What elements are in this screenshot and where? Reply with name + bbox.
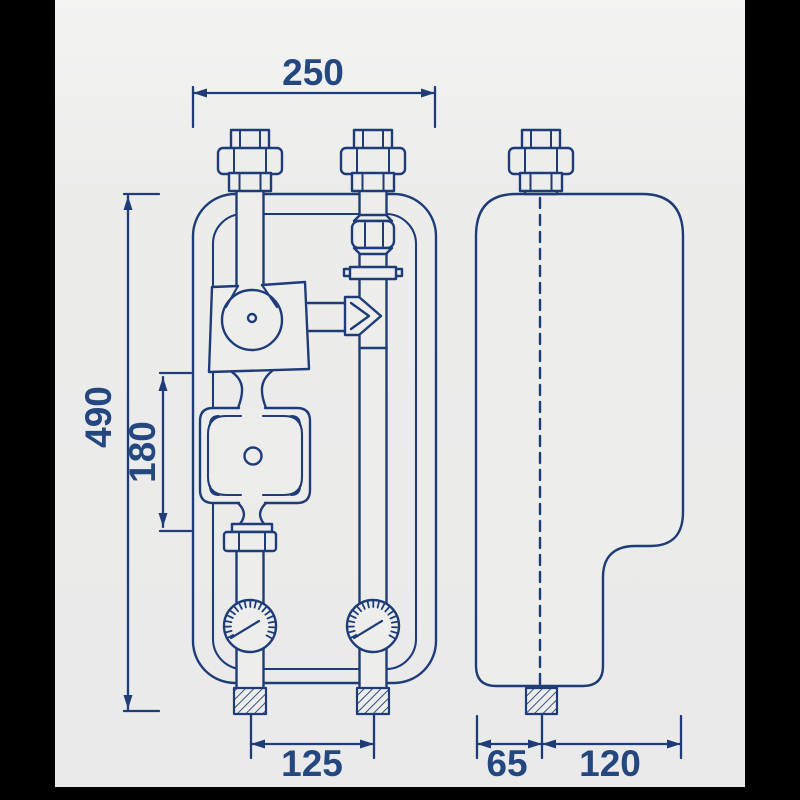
mixing-valve <box>207 280 383 374</box>
dim-label-overall-height: 490 <box>78 386 119 448</box>
side-view <box>474 128 685 716</box>
union-nut-return-top <box>339 128 407 193</box>
dim-pipe-spacing: 125 <box>249 712 376 784</box>
pipe-thread-return <box>355 686 391 716</box>
return-pipe-flange <box>342 265 404 281</box>
dim-top-width: 250 <box>191 52 437 129</box>
arrow-left-icon <box>251 739 265 749</box>
circulation-pump <box>198 406 312 505</box>
arrow-left-icon <box>542 739 556 749</box>
side-casing-outline <box>474 192 685 688</box>
arrow-left-icon <box>477 739 491 749</box>
frame-right <box>745 0 800 800</box>
arrow-right-icon <box>528 739 542 749</box>
thermometer-right <box>345 598 401 654</box>
thermometer-left-ticks <box>224 600 276 639</box>
dim-pump-length: 180 <box>122 371 193 533</box>
arrow-right-icon <box>360 739 374 749</box>
dim-label-side-depth: 120 <box>579 743 641 784</box>
check-valve <box>350 213 396 256</box>
valve-actuator-dial <box>220 288 284 352</box>
dim-side-depth: 120 <box>540 714 683 784</box>
dim-side-offset: 65 <box>475 712 544 784</box>
thermometer-right-needle <box>352 619 384 640</box>
dim-label-side-offset: 65 <box>486 743 527 784</box>
dimension-annotations: 250 490 180 125 <box>78 52 683 784</box>
arrow-up-icon <box>123 196 133 210</box>
arrow-left-icon <box>193 88 207 98</box>
thermometer-right-ticks <box>347 600 399 639</box>
valve-dial-dot <box>246 312 258 324</box>
frame-left <box>0 0 55 800</box>
arrow-down-icon <box>158 513 168 527</box>
dim-label-pipe-spacing: 125 <box>281 743 343 784</box>
pump-corner-bl <box>209 485 220 496</box>
pipe-thread-side <box>524 686 559 716</box>
thermometer-left <box>222 598 278 654</box>
arrow-down-icon <box>123 695 133 709</box>
pump-corner-tr <box>290 415 301 426</box>
pump-corner-br <box>290 485 301 496</box>
front-view <box>191 128 438 716</box>
arrow-right-icon <box>667 739 681 749</box>
thermometer-left-needle <box>229 619 261 640</box>
casing-outer-outline <box>191 192 438 685</box>
dim-overall-height: 490 <box>78 192 161 713</box>
union-nut-supply-top <box>216 128 284 193</box>
dim-label-top-width: 250 <box>282 52 344 93</box>
union-nut-side-top <box>507 128 575 193</box>
arrow-right-icon <box>421 88 435 98</box>
pump-corner-tl <box>209 415 220 426</box>
valve-pump-connector <box>230 369 274 410</box>
pump-union-nut <box>222 501 278 553</box>
pump-hub <box>243 446 263 466</box>
frame-bottom <box>0 787 800 800</box>
flow-arrow-icon <box>306 295 383 337</box>
arrow-up-icon <box>158 377 168 391</box>
pipe-thread-supply <box>232 686 268 716</box>
dim-label-pump-length: 180 <box>122 421 163 483</box>
